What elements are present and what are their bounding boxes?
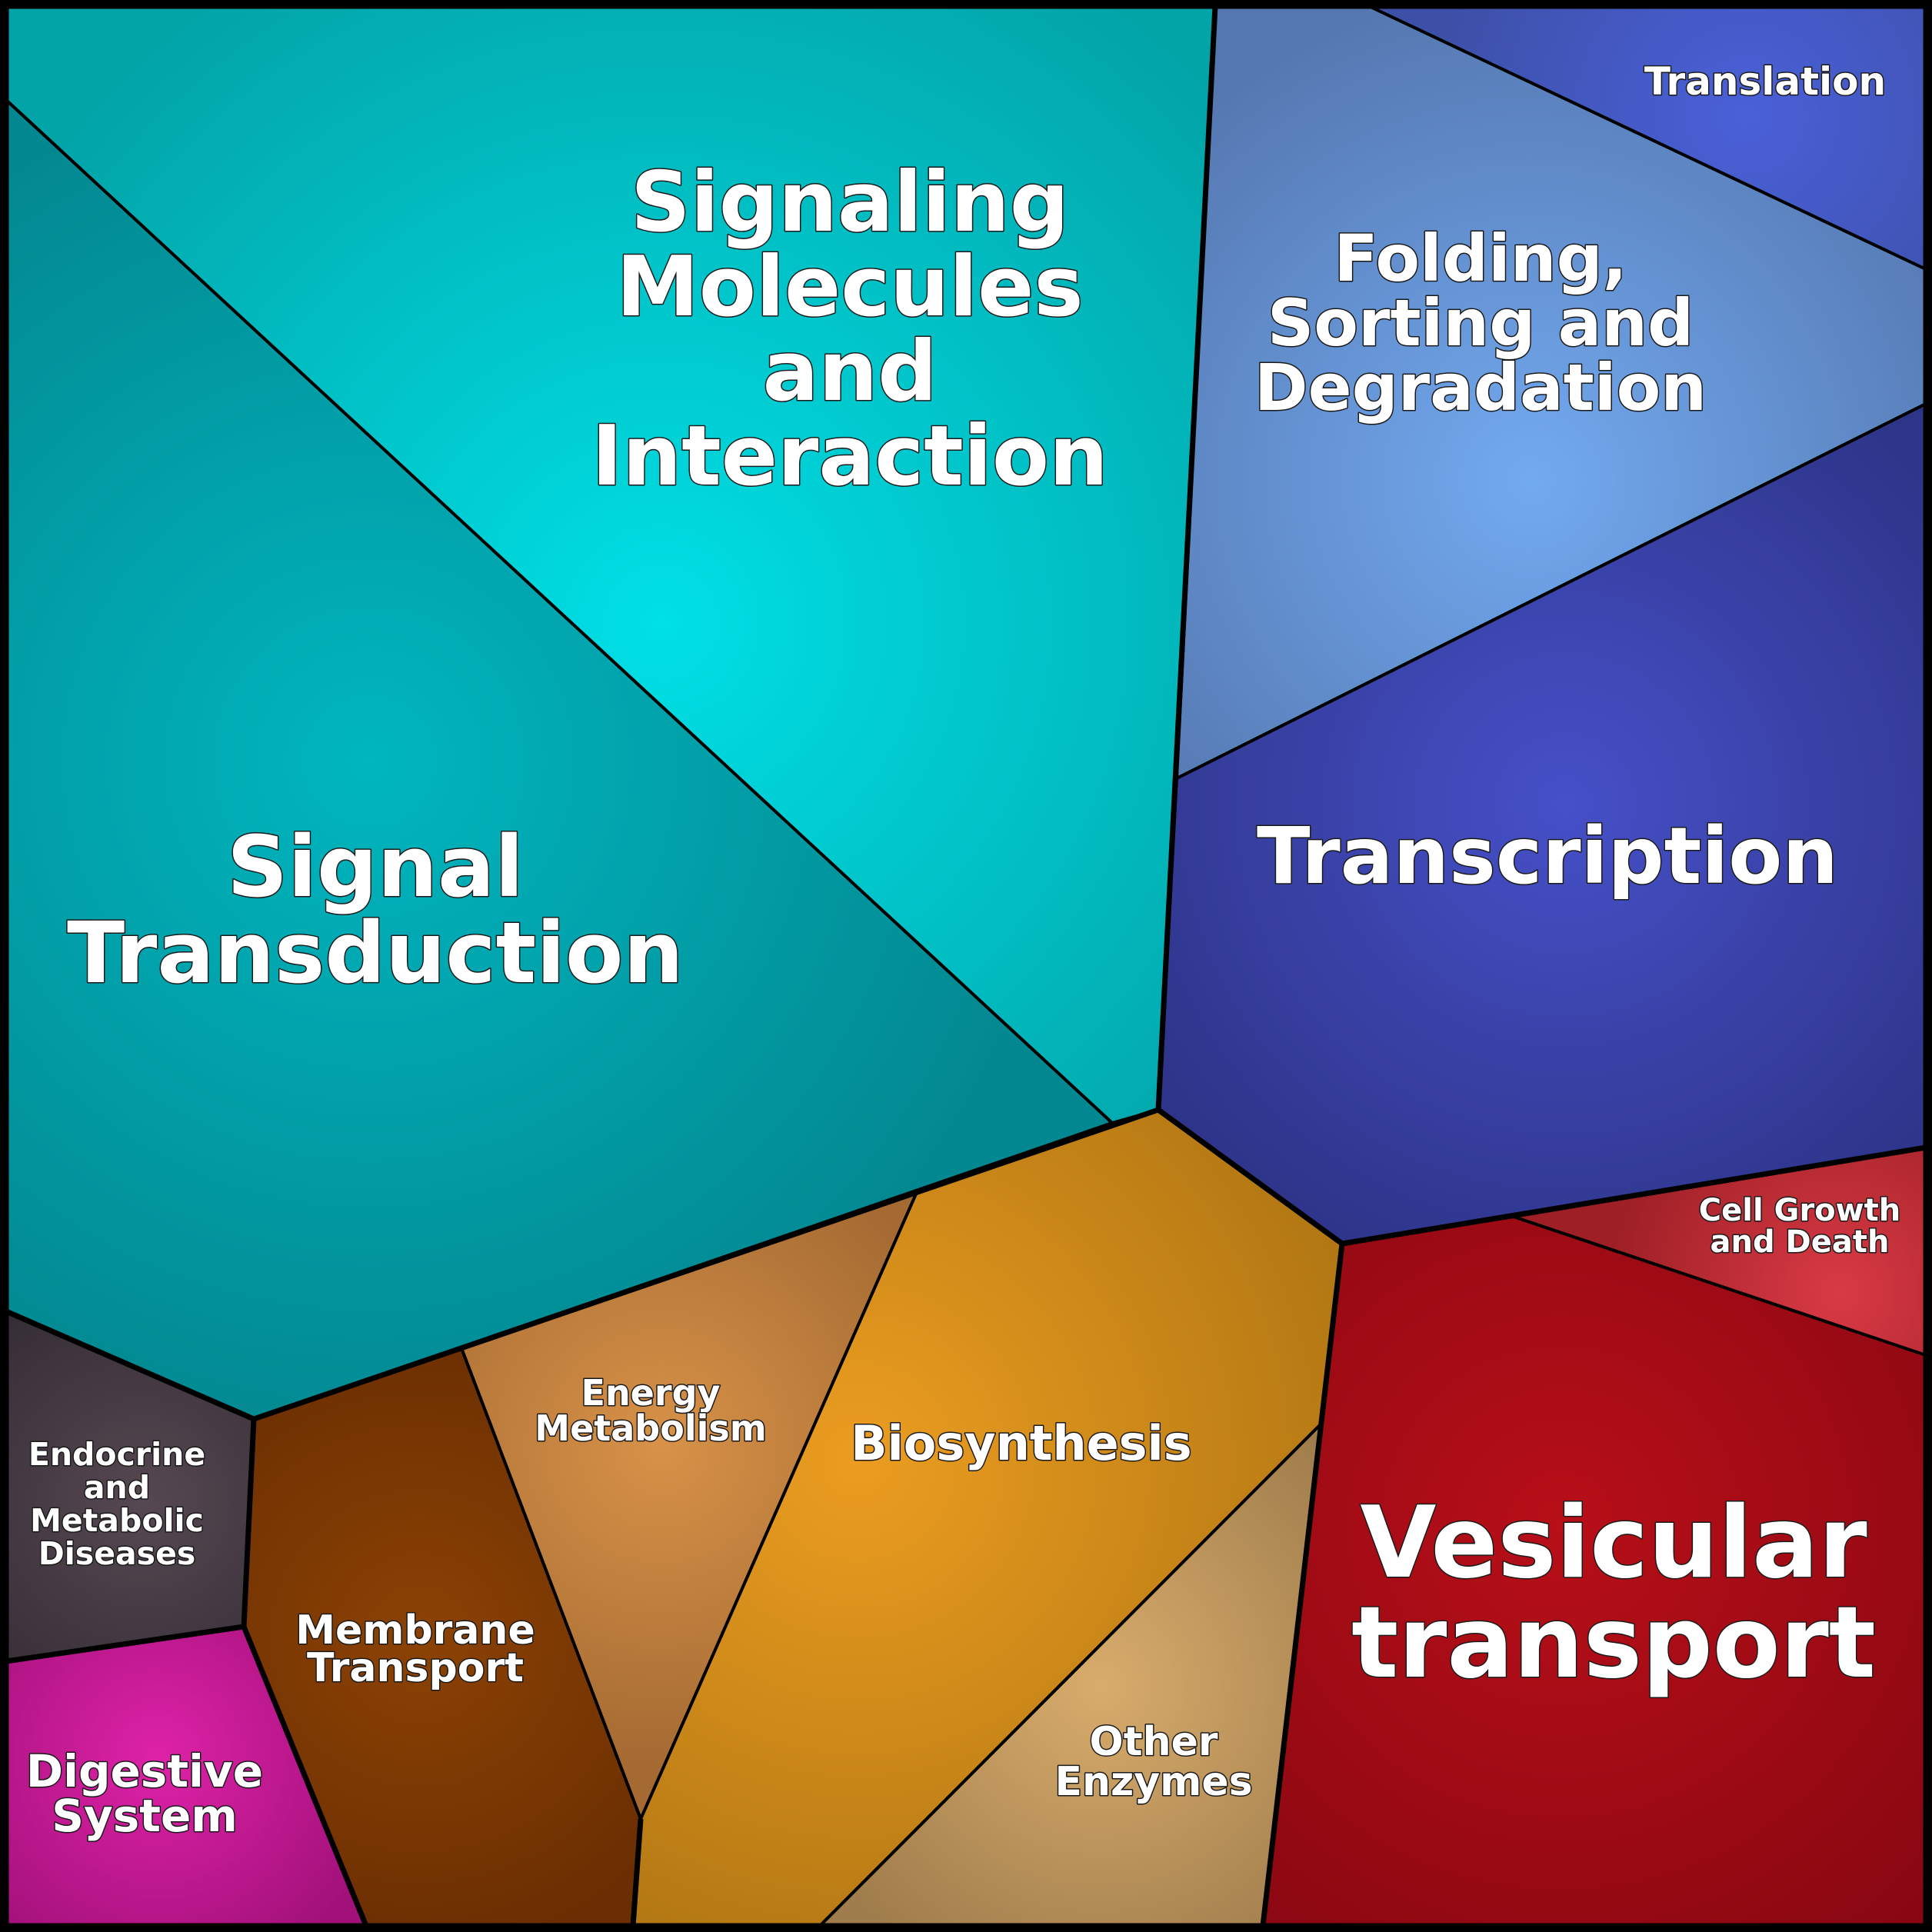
- folding-sorting-label-line: Folding,: [1334, 221, 1627, 296]
- signal-transduction-label-line: Signal: [227, 818, 524, 916]
- endocrine-metabolic-label-line: Diseases: [38, 1535, 196, 1572]
- translation-label: Translation: [1644, 59, 1886, 104]
- transcription-label: Transcription: [1257, 811, 1838, 902]
- endocrine-metabolic-label-line: and: [84, 1469, 150, 1506]
- other-enzymes-label-line: Enzymes: [1054, 1759, 1252, 1805]
- folding-sorting-label-line: Sorting and: [1267, 285, 1694, 361]
- membrane-transport-label-line: Membrane: [295, 1607, 535, 1654]
- group-border-line: [3, 3, 1929, 1929]
- group-border-line: [630, 1818, 644, 1927]
- vesicular-transport-label-line: Vesicular: [1360, 1486, 1867, 1601]
- cell-border-line: [818, 1423, 1322, 1927]
- signaling-molecules-label-line: and: [762, 324, 937, 420]
- group-border-line: [1155, 5, 1218, 1111]
- biosynthesis-label: Biosynthesis: [851, 1415, 1191, 1471]
- cell-border-line: [460, 1347, 642, 1820]
- signal-transduction-label-line: Transduction: [67, 904, 684, 1002]
- energy-metabolism-label-line: Energy: [581, 1372, 721, 1414]
- membrane-transport-label-line: Transport: [307, 1645, 524, 1691]
- cell-border-line: [1176, 402, 1927, 780]
- cell-border-line: [1513, 1215, 1927, 1357]
- transcription-label-line: Transcription: [1257, 811, 1838, 902]
- endocrine-metabolic-label-line: Endocrine: [28, 1436, 205, 1473]
- folding-sorting-label-line: Degradation: [1254, 350, 1707, 425]
- cell-growth-label-line: Cell Growth: [1699, 1193, 1900, 1228]
- translation-label-line: Translation: [1644, 59, 1886, 104]
- endocrine-metabolic-label-line: Metabolic: [30, 1502, 204, 1539]
- signaling-molecules-label-line: Interaction: [591, 408, 1108, 505]
- signaling-molecules-label-line: Molecules: [616, 239, 1083, 335]
- group-border-line: [241, 1625, 369, 1927]
- digestive-system-label-line: System: [52, 1790, 238, 1842]
- group-border-line: [1260, 1243, 1345, 1927]
- cell-growth-label-line: and Death: [1710, 1224, 1890, 1260]
- energy-metabolism-label-line: Metabolism: [535, 1407, 766, 1449]
- cell-border-line: [1368, 5, 1927, 271]
- cell-border-line: [5, 98, 1114, 1124]
- other-enzymes-label-line: Other: [1090, 1719, 1218, 1765]
- digestive-system-label-line: Digestive: [26, 1745, 263, 1797]
- cell-border-line: [639, 1191, 918, 1820]
- biosynthesis-label-line: Biosynthesis: [851, 1415, 1191, 1471]
- vesicular-transport-label-line: transport: [1351, 1586, 1876, 1700]
- signaling-molecules-label-line: Signaling: [631, 155, 1069, 251]
